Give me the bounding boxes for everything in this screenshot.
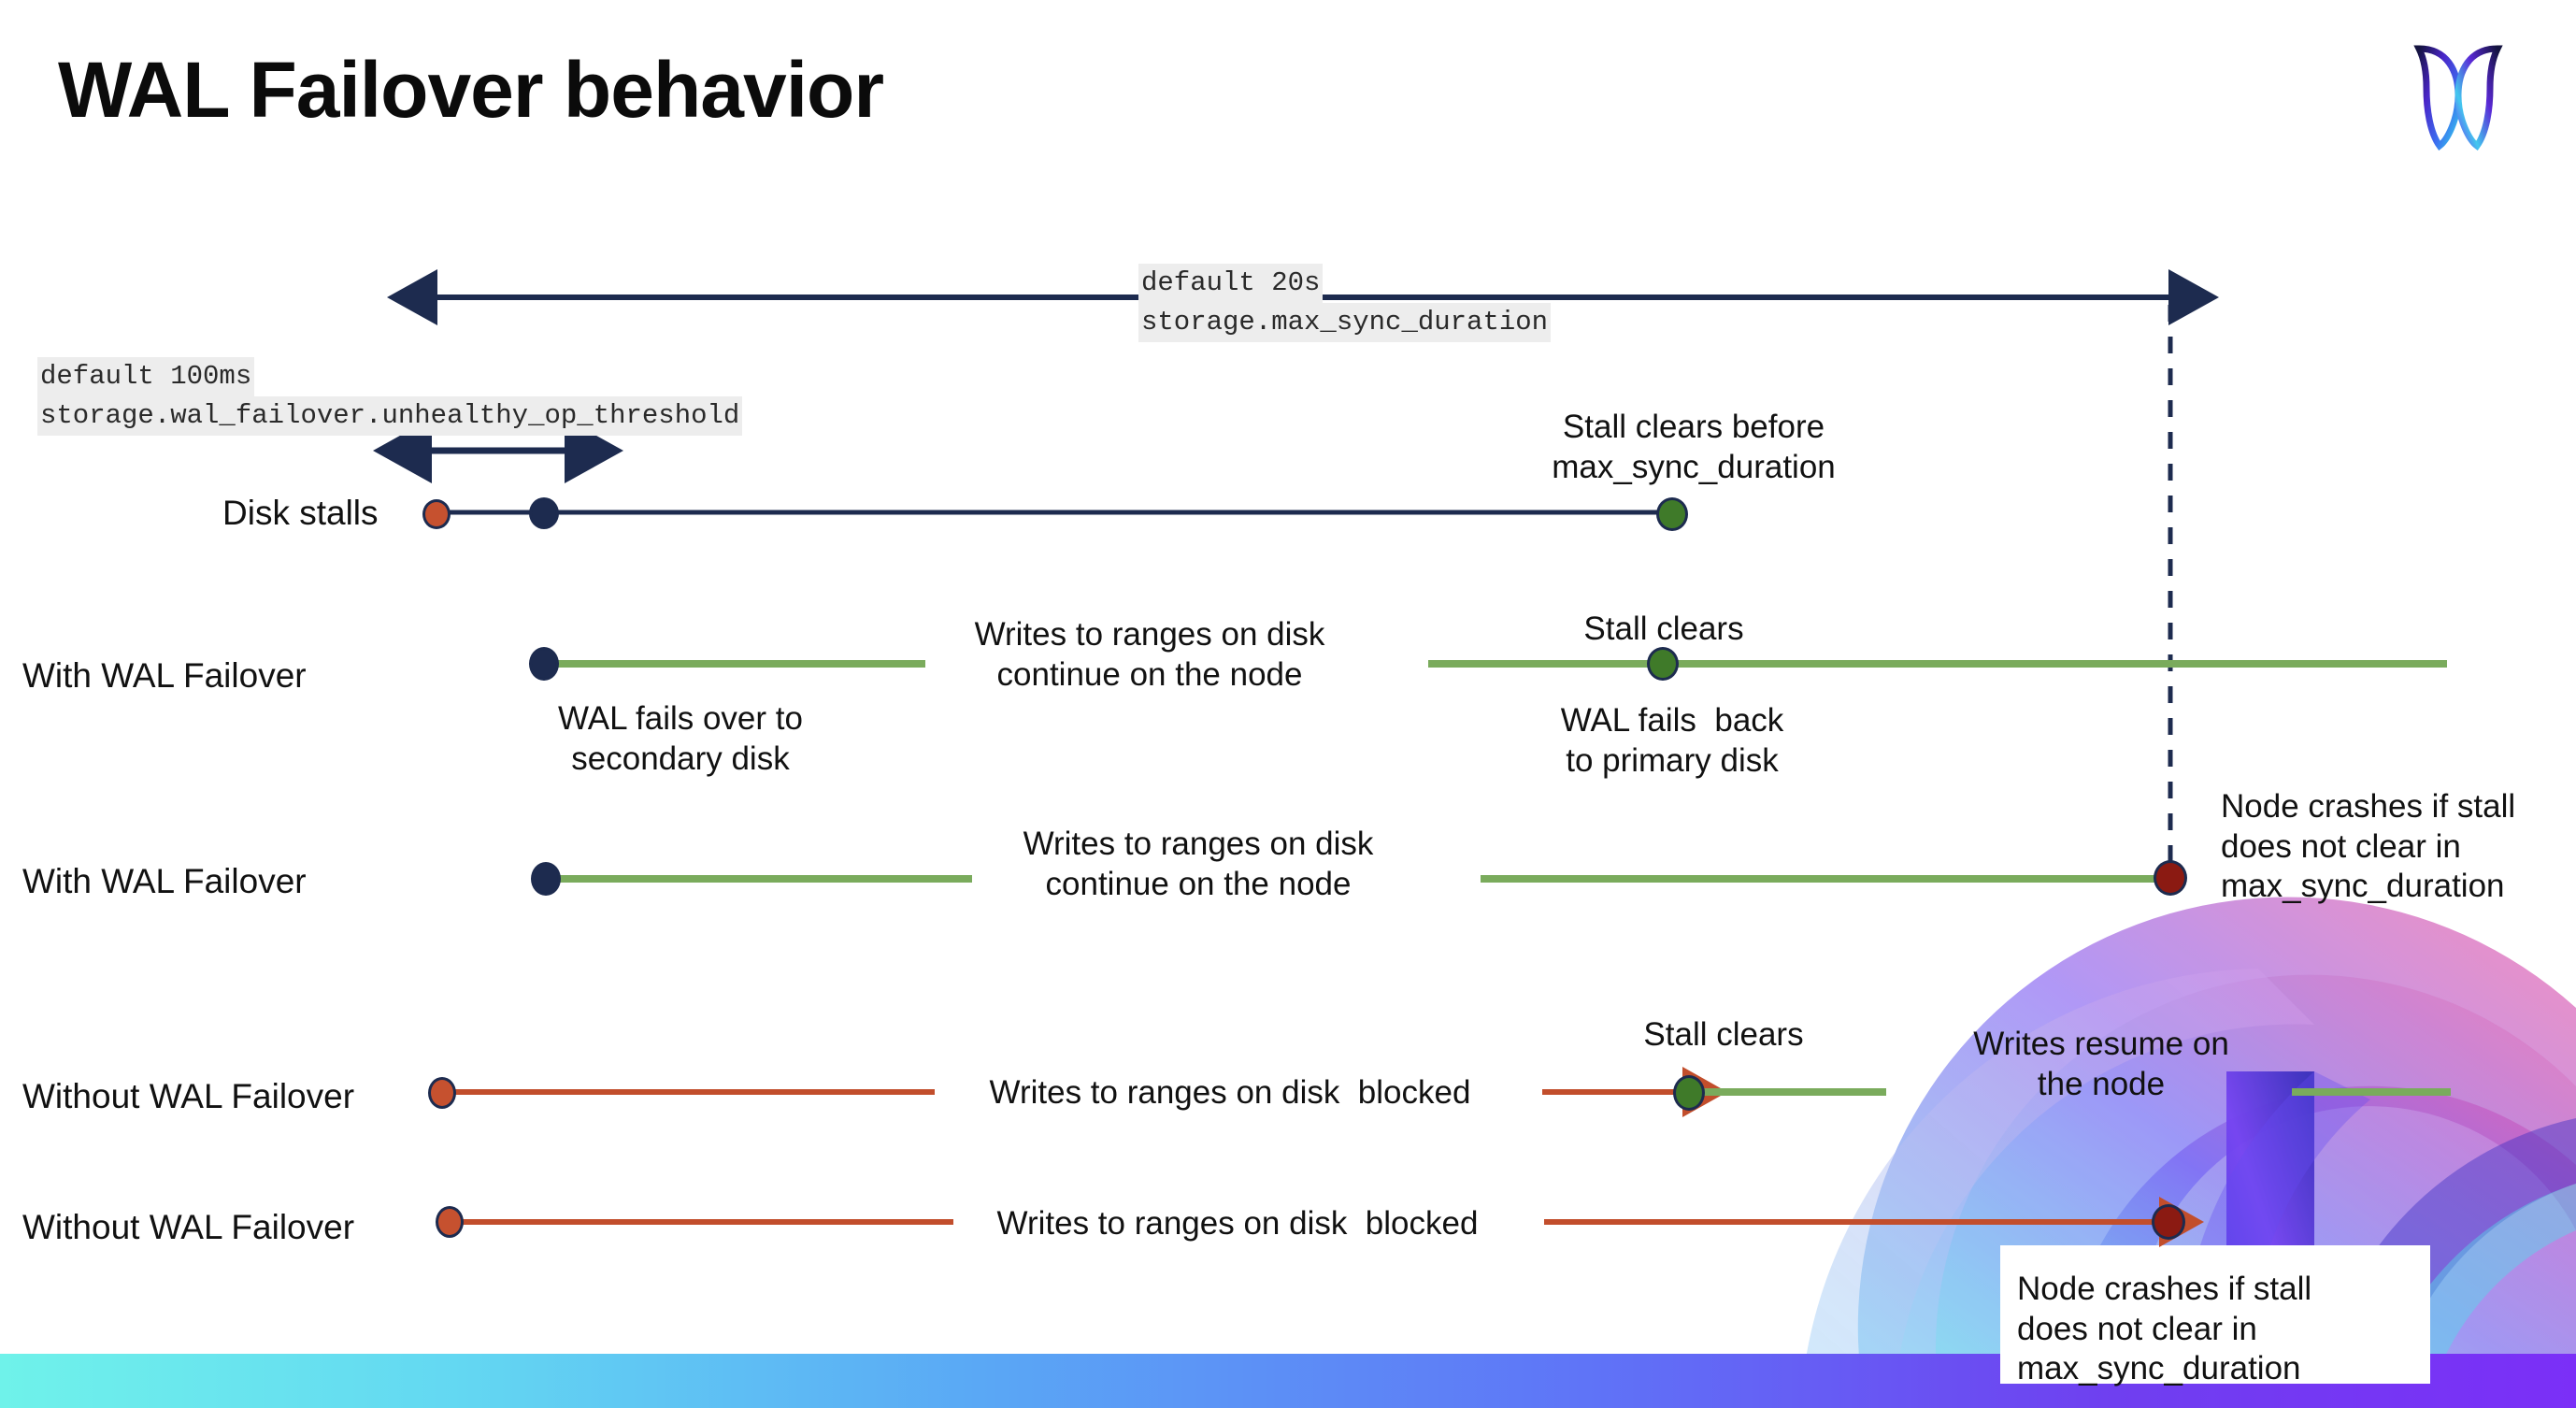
- dot-stall-start-row5: [436, 1206, 464, 1238]
- note-stall-clears-before-max-sync: Stall clears before max_sync_duration: [1552, 409, 1836, 485]
- note-writes-blocked-row5: Writes to ranges on disk blocked: [996, 1205, 1479, 1242]
- row-label-with-wal-failover-2: With WAL Failover: [22, 862, 307, 900]
- unhealthy-op-threshold-default-chip: default 100ms: [37, 357, 255, 397]
- note-stall-clears-row2: Stall clears: [1583, 611, 1744, 647]
- dot-stall-start-row1: [422, 499, 451, 529]
- dot-failover-trigger-row1: [529, 497, 559, 529]
- dot-wal-failover-start-row3: [531, 862, 561, 896]
- note-wal-fails-over-secondary: WAL fails over to secondary disk: [558, 700, 803, 777]
- max-sync-duration-setting-chip: storage.max_sync_duration: [1138, 303, 1552, 343]
- dot-wal-failover-start-row2: [529, 647, 559, 681]
- max-sync-duration-default-chip: default 20s: [1138, 264, 1324, 304]
- note-node-crashes-row5: Node crashes if stall does not clear in …: [2017, 1271, 2312, 1387]
- row-label-without-wal-failover-2: Without WAL Failover: [22, 1208, 355, 1246]
- dot-stall-clears-row2: [1647, 647, 1679, 681]
- unhealthy-op-threshold-setting-chip: storage.wal_failover.unhealthy_op_thresh…: [37, 396, 743, 437]
- dot-stall-start-row4: [428, 1077, 456, 1109]
- row-label-with-wal-failover-1: With WAL Failover: [22, 656, 307, 695]
- row-label-disk-stalls: Disk stalls: [222, 494, 379, 532]
- dot-node-crash-row5: [2152, 1204, 2185, 1240]
- callout-plate: [2000, 1245, 2430, 1384]
- dot-node-crash-row3: [2154, 860, 2187, 896]
- note-writes-continue-row2: Writes to ranges on disk continue on the…: [974, 616, 1325, 693]
- cockroachdb-logo-icon: [2402, 28, 2514, 159]
- note-stall-clears-row4: Stall clears: [1643, 1016, 1804, 1053]
- dot-stall-clears-row1: [1656, 497, 1688, 531]
- note-writes-resume-row4: Writes resume on the node: [1973, 1026, 2229, 1102]
- dot-stall-clears-row4: [1673, 1075, 1705, 1111]
- note-wal-fails-back-primary: WAL fails back to primary disk: [1560, 702, 1784, 779]
- page-title: WAL Failover behavior: [58, 46, 884, 134]
- note-writes-continue-row3: Writes to ranges on disk continue on the…: [1023, 826, 1374, 902]
- note-node-crashes-row3: Node crashes if stall does not clear in …: [2221, 788, 2516, 905]
- note-writes-blocked-row4: Writes to ranges on disk blocked: [989, 1074, 1471, 1111]
- row-label-without-wal-failover-1: Without WAL Failover: [22, 1077, 355, 1115]
